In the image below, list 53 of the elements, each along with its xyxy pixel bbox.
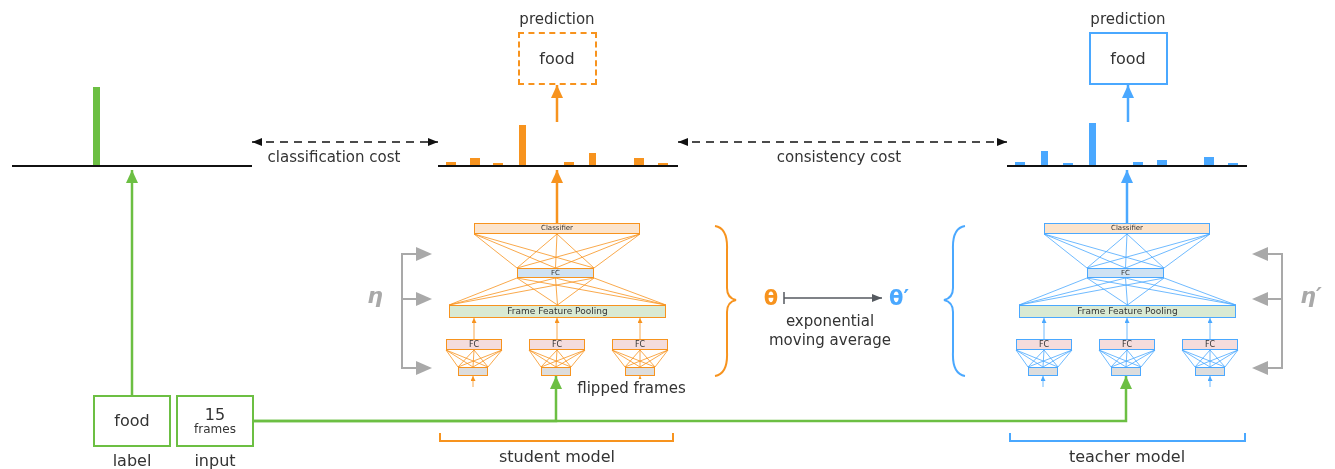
connection-lines (528, 349, 586, 368)
frame-slot (458, 367, 488, 376)
network-layer: Frame Feature Pooling (1019, 305, 1236, 318)
connection-lines (611, 349, 669, 368)
network-layer: FC (612, 339, 668, 350)
frame-slot (1195, 367, 1225, 376)
parameter-symbol: θ (758, 284, 784, 312)
network-layer: Frame Feature Pooling (449, 305, 666, 318)
class-label: food (1110, 49, 1146, 68)
connection-lines (1098, 349, 1156, 368)
heading-text: prediction (519, 10, 595, 28)
network-layer: FC (446, 339, 502, 350)
connection-lines (448, 277, 667, 306)
connection-lines (1043, 233, 1211, 269)
caption-text: student model (497, 447, 617, 467)
frame-slot (625, 367, 655, 376)
arrow (126, 170, 138, 395)
box-text: 15 (204, 405, 226, 424)
input-box (93, 395, 171, 447)
arrow (551, 170, 563, 223)
connection-lines (473, 233, 641, 269)
symbol-text: η (366, 283, 384, 310)
arrow (254, 376, 1132, 423)
double-arrow (677, 138, 1008, 146)
input-box (176, 395, 254, 447)
frame-slot (1028, 367, 1058, 376)
connection-lines (1015, 349, 1073, 368)
arrow (1121, 170, 1133, 223)
histogram-drawing (12, 86, 252, 170)
frame-slot (1111, 367, 1141, 376)
network-layer: FC (529, 339, 585, 350)
histogram-drawing (1007, 122, 1247, 170)
caption-text: teacher model (1067, 447, 1187, 467)
double-arrow (251, 138, 439, 146)
connection-lines (1018, 277, 1237, 306)
connection-lines (445, 349, 503, 368)
unit-text: frames (194, 423, 236, 437)
arrow (1122, 85, 1134, 122)
arrow (551, 85, 563, 122)
caption-text: input (193, 451, 237, 469)
frame-slot (541, 367, 571, 376)
box-text: food (114, 412, 150, 430)
parameter-symbol: θ′ (882, 284, 916, 312)
network-layer: FC (1016, 339, 1072, 350)
histogram-drawing (438, 122, 678, 170)
network-layer: FC (1099, 339, 1155, 350)
class-label: food (539, 49, 575, 68)
caption-text: label (111, 451, 153, 469)
heading-text: prediction (1090, 10, 1166, 28)
arrow (783, 291, 883, 305)
network-layer: FC (1182, 339, 1238, 350)
symbol-text: η′ (1299, 283, 1323, 310)
connection-lines (1181, 349, 1239, 368)
